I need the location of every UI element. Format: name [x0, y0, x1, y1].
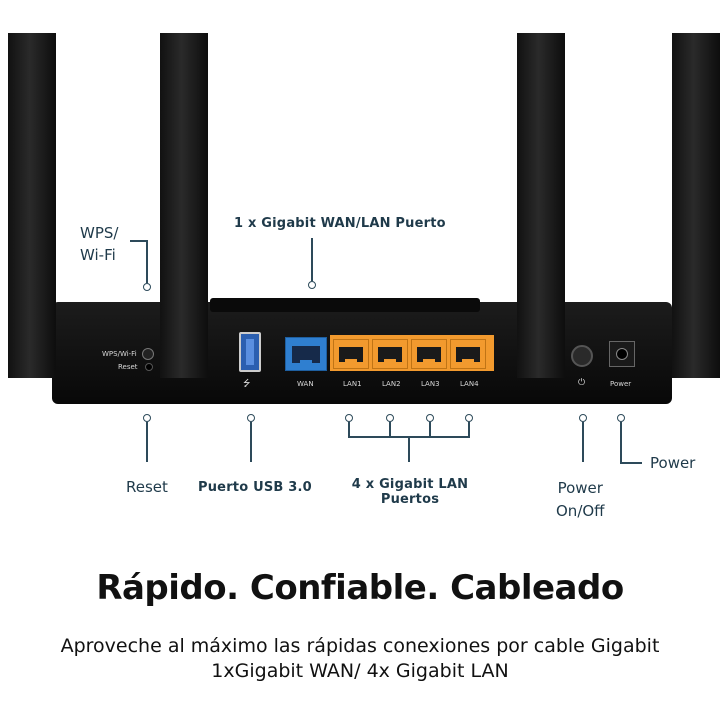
reset-callout-dot — [143, 414, 151, 422]
wps-callout-dot — [143, 283, 151, 291]
power-callout-line-h — [620, 462, 642, 464]
lan-port-2[interactable] — [372, 339, 408, 369]
wps-wifi-callout-line2: Wi-Fi — [80, 246, 116, 264]
usb-callout-line — [250, 422, 252, 462]
wps-wifi-callout: WPS/ Wi-Fi — [80, 222, 118, 266]
lan2-callout-line — [389, 422, 391, 437]
wan-callout-line — [311, 238, 313, 281]
wan-callout: 1 x Gigabit WAN/LAN Puerto — [234, 216, 446, 231]
lan1-label: LAN1 — [343, 380, 362, 388]
power-onoff-callout-dot — [579, 414, 587, 422]
lan-callout-stem — [408, 436, 410, 462]
usb-port[interactable] — [239, 332, 261, 372]
wan-label: WAN — [297, 380, 314, 388]
antenna-3-base — [517, 290, 565, 378]
power-callout: Power — [650, 454, 696, 472]
lan-port-1[interactable] — [333, 339, 369, 369]
power-onoff-callout: Power On/Off — [556, 477, 605, 523]
panel-power-label: Power — [610, 380, 632, 388]
usb-symbol: ⭍ — [243, 379, 251, 389]
wan-port[interactable] — [285, 337, 327, 371]
lan1-callout-line — [348, 422, 350, 437]
power-onoff-callout-line — [582, 422, 584, 462]
lan2-callout-dot — [386, 414, 394, 422]
wan-callout-dot — [308, 281, 316, 289]
panel-wps-label: WPS/Wi-Fi — [102, 350, 137, 358]
reset-pinhole[interactable] — [145, 363, 153, 371]
lan3-callout-dot — [426, 414, 434, 422]
lan-callout-line2: Puertos — [380, 492, 440, 507]
lan4-label: LAN4 — [460, 380, 479, 388]
power-jack[interactable] — [609, 341, 635, 367]
antenna-4-base — [672, 290, 720, 378]
subline-2: 1xGigabit WAN/ 4x Gigabit LAN — [211, 660, 509, 682]
power-onoff-callout-line2: On/Off — [556, 502, 605, 520]
subline-1: Aproveche al máximo las rápidas conexion… — [60, 635, 660, 657]
power-callout-dot — [617, 414, 625, 422]
lan-callout: 4 x Gigabit LAN Puertos — [340, 477, 480, 507]
antenna-2-base — [160, 290, 208, 378]
power-onoff-callout-line1: Power — [557, 479, 603, 497]
wps-wifi-callout-line1: WPS/ — [80, 224, 119, 242]
lan-port-4[interactable] — [450, 339, 486, 369]
lan-callout-line1: 4 x Gigabit LAN — [351, 477, 469, 492]
reset-callout-line — [146, 422, 148, 462]
lan4-callout-dot — [465, 414, 473, 422]
panel-reset-label: Reset — [118, 363, 138, 371]
power-callout-line-v — [620, 422, 622, 463]
lan-port-3[interactable] — [411, 339, 447, 369]
router-top-strip — [210, 298, 480, 312]
power-onoff-button[interactable] — [571, 345, 593, 367]
wps-callout-line-h — [130, 240, 147, 242]
wps-callout-line-v — [146, 240, 148, 283]
reset-callout: Reset — [126, 478, 168, 496]
usb-callout-dot — [247, 414, 255, 422]
power-symbol-icon: ⏻ — [578, 378, 586, 388]
lan1-callout-dot — [345, 414, 353, 422]
headline: Rápido. Confiable. Cableado — [96, 568, 624, 608]
lan2-label: LAN2 — [382, 380, 401, 388]
lan4-callout-line — [468, 422, 470, 437]
lan3-callout-line — [429, 422, 431, 437]
wps-wifi-button[interactable] — [142, 348, 154, 360]
antenna-1-base — [8, 290, 56, 378]
lan3-label: LAN3 — [421, 380, 440, 388]
usb-callout: Puerto USB 3.0 — [198, 480, 312, 495]
